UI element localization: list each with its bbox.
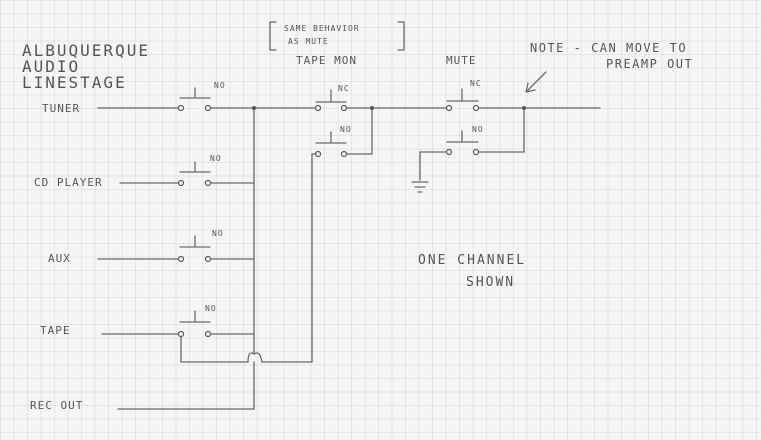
tuner-no-label: NO	[214, 81, 226, 90]
mute-label: MUTE	[446, 54, 477, 67]
tape-switch: NO	[101, 304, 255, 363]
tm-no-contact-right	[340, 150, 348, 158]
cd-player-switch: NO	[119, 154, 255, 187]
mute-nc-actuator	[446, 88, 479, 102]
mute-no-contact-right	[472, 148, 480, 156]
tm-junction	[370, 106, 374, 110]
bracket-right	[397, 21, 405, 51]
input-label-tape: TAPE	[40, 324, 71, 337]
tape-drop-wire	[180, 336, 249, 363]
bracket-left	[269, 21, 277, 51]
ground-icon	[411, 181, 429, 193]
tm-common	[346, 107, 373, 155]
center-note-line-2: SHOWN	[466, 275, 515, 290]
cd-contact-right	[204, 179, 212, 187]
bus-junction	[252, 106, 256, 110]
title-line-3: LINESTAGE	[22, 73, 127, 92]
selector-bus	[117, 106, 313, 410]
mute-no-actuator	[446, 130, 479, 143]
tm-nc-contact-left	[314, 104, 322, 112]
bracket-note-line-1: SAME BEHAVIOR	[284, 24, 360, 33]
tm-no-actuator	[315, 131, 347, 144]
tape-mon-switch: NC NO	[311, 84, 447, 363]
tm-nc-label: NC	[338, 84, 350, 93]
title-line-1: ALBUQUERQUE	[22, 41, 150, 60]
note-line-1: NOTE - CAN MOVE TO	[530, 41, 687, 55]
title-line-2: AUDIO	[22, 57, 80, 76]
mute-nc-contact-right	[472, 104, 480, 112]
input-label-aux: AUX	[48, 252, 71, 265]
mute-ground-wire	[419, 151, 447, 181]
mute-no-contact-left	[445, 148, 453, 156]
cd-contact-left	[177, 179, 185, 187]
mute-switch: NC NO	[411, 79, 601, 193]
tuner-contact-left	[177, 104, 185, 112]
center-note-line-1: ONE CHANNEL	[418, 253, 526, 268]
tm-nc-contact-right	[340, 104, 348, 112]
tape-contact-right	[204, 330, 212, 338]
mute-no-label: NO	[472, 125, 484, 134]
bracket-note: SAME BEHAVIOR AS MUTE	[269, 21, 405, 51]
tuner-switch: NO	[97, 81, 317, 112]
tuner-contact-right	[204, 104, 212, 112]
bracket-note-line-2: AS MUTE	[288, 37, 329, 46]
tape-actuator	[179, 310, 211, 323]
output-junction	[522, 106, 526, 110]
input-label-cd-player: CD PLAYER	[34, 176, 103, 189]
tuner-actuator	[179, 87, 211, 99]
tm-nc-actuator	[315, 89, 347, 103]
cd-no-label: NO	[210, 154, 222, 163]
aux-contact-right	[204, 255, 212, 263]
mute-nc-label: NC	[470, 79, 482, 88]
mute-nc-contact-left	[445, 104, 453, 112]
aux-no-label: NO	[212, 229, 224, 238]
tm-no-label: NO	[340, 125, 352, 134]
note-line-2: PREAMP OUT	[606, 57, 693, 71]
mute-common	[478, 107, 525, 153]
tape-contact-left	[177, 330, 185, 338]
input-label-rec-out: REC OUT	[30, 399, 83, 412]
tape-no-label: NO	[205, 304, 217, 313]
tape-mon-label: TAPE MON	[296, 54, 357, 67]
aux-actuator	[179, 235, 211, 248]
aux-switch: NO	[97, 229, 255, 263]
input-label-tuner: TUNER	[42, 102, 80, 115]
cd-actuator	[179, 161, 211, 173]
note-arrow	[525, 71, 547, 93]
aux-contact-left	[177, 255, 185, 263]
bus-crossover	[247, 352, 263, 363]
